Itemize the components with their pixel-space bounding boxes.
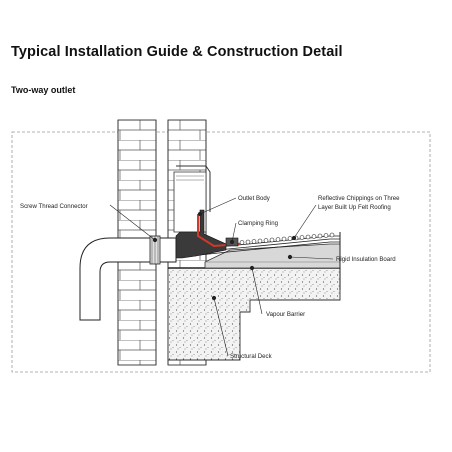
label-chippings-line2: Layer Built Up Felt Roofing xyxy=(318,204,391,211)
label-outlet-body: Outlet Body xyxy=(238,195,271,202)
label-vapour-barrier: Vapour Barrier xyxy=(266,311,305,318)
page-subtitle: Two-way outlet xyxy=(11,85,76,95)
label-chippings-line1: Reflective Chippings on Three xyxy=(318,195,400,202)
label-structural-deck: Structural Deck xyxy=(230,353,273,360)
label-clamping-ring: Clamping Ring xyxy=(238,220,278,227)
label-rigid-insulation: Rigid Insulation Board xyxy=(336,256,396,263)
diagram-frame xyxy=(11,131,431,373)
page-title: Typical Installation Guide & Constructio… xyxy=(11,44,343,60)
leader-lines xyxy=(109,197,334,357)
label-screw-thread-connector: Screw Thread Connector xyxy=(20,203,88,210)
upstand-flashing xyxy=(176,165,211,212)
structural-deck xyxy=(167,267,341,361)
